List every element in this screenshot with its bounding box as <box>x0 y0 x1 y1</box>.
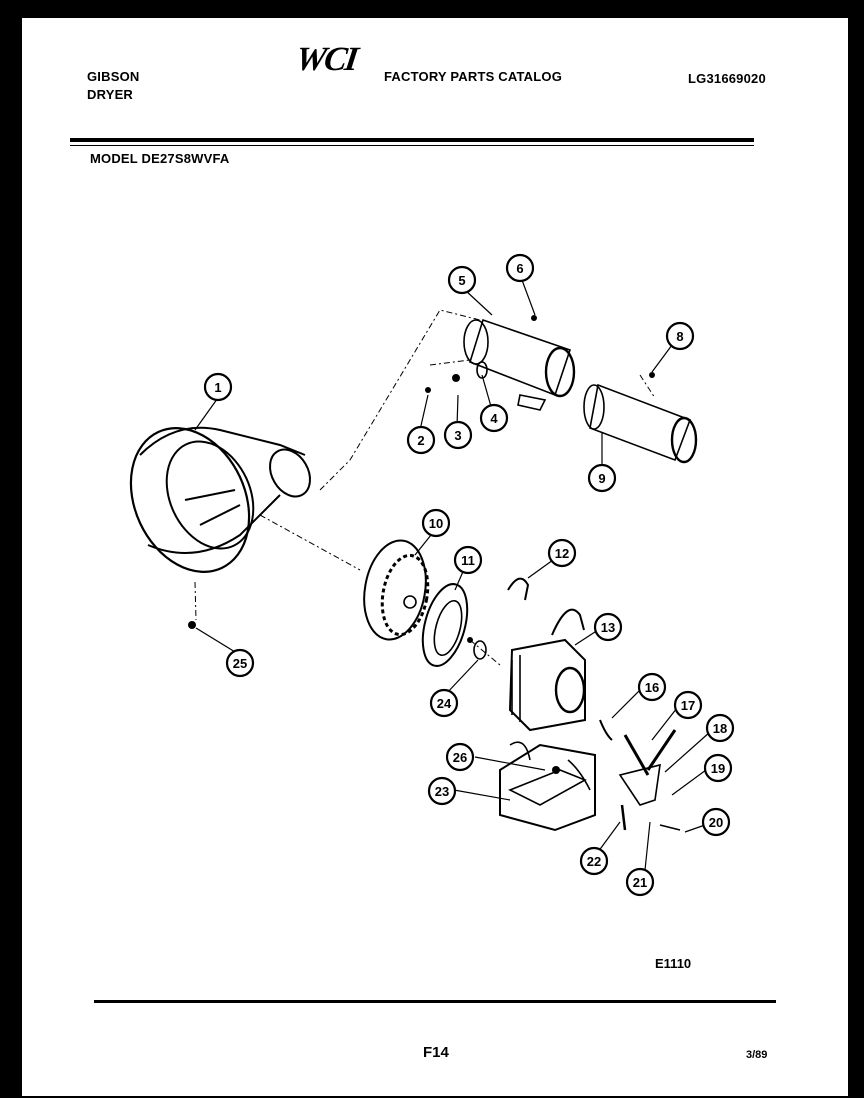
callout-bubble <box>703 753 733 783</box>
callout-number: 5 <box>458 273 465 288</box>
page-number: F14 <box>423 1044 450 1061</box>
callout-number: 4 <box>490 411 498 426</box>
callout-number: 19 <box>711 761 725 776</box>
callout-bubble <box>701 807 731 837</box>
seal-disc-drawing <box>421 583 469 667</box>
callout-number: 18 <box>713 721 727 736</box>
callout-bubble <box>443 420 473 450</box>
callout-bubble <box>429 688 459 718</box>
header-rule-thick <box>70 138 754 142</box>
callout-number: 26 <box>453 750 467 765</box>
motor-drawing <box>508 638 586 732</box>
callout-number: 3 <box>454 428 461 443</box>
callout-number: 22 <box>587 854 601 869</box>
catalog-title: FACTORY PARTS CATALOG <box>384 69 563 84</box>
callout-bubble <box>453 545 483 575</box>
model-label: MODEL DE27S8WVFA <box>90 151 230 166</box>
callout-number: 1 <box>214 380 221 395</box>
callout-number: 24 <box>437 696 452 711</box>
callout-bubble <box>673 690 703 720</box>
blower-wheel-drawing <box>363 539 430 641</box>
callout-number: 12 <box>555 546 569 561</box>
callout-number: 6 <box>516 261 523 276</box>
callout-number: 13 <box>601 620 615 635</box>
callout-bubble <box>637 672 667 702</box>
callout-number: 9 <box>598 471 605 486</box>
print-date: 3/89 <box>746 1049 767 1061</box>
callout-number: 20 <box>709 815 723 830</box>
callout-bubble <box>705 713 735 743</box>
callout-bubble <box>479 403 509 433</box>
callout-bubble <box>447 265 477 295</box>
callout-number: 2 <box>417 433 424 448</box>
callout-bubble <box>427 776 457 806</box>
callout-number: 16 <box>645 680 659 695</box>
catalog-number: LG31669020 <box>688 71 766 86</box>
callout-bubble <box>579 846 609 876</box>
callout-number: 8 <box>676 329 683 344</box>
footer-rule <box>94 1000 776 1003</box>
callout-number: 25 <box>233 656 247 671</box>
callout-bubble <box>421 508 451 538</box>
brand-label: GIBSON <box>87 69 140 84</box>
blower-housing-drawing <box>129 426 311 573</box>
callout-bubble <box>547 538 577 568</box>
callout-number: 11 <box>461 553 475 568</box>
callout-number: 23 <box>435 784 449 799</box>
motor-mount-drawing <box>499 741 596 832</box>
callout-bubble <box>665 321 695 351</box>
callout-number: 21 <box>633 875 647 890</box>
figure-code: E1110 <box>655 956 691 971</box>
callout-bubble <box>225 648 255 678</box>
callout-bubble <box>445 742 475 772</box>
callout-bubble <box>593 612 623 642</box>
callout-bubble <box>406 425 436 455</box>
heater-housing-drawing <box>463 318 576 411</box>
callout-bubble <box>505 253 535 283</box>
product-label: DRYER <box>87 87 134 102</box>
callout-bubble <box>587 463 617 493</box>
callout-bubble <box>625 867 655 897</box>
callout-number: 10 <box>429 516 443 531</box>
callout-bubble <box>203 372 233 402</box>
heater-element-drawing <box>583 383 698 464</box>
header-rule-thin <box>70 145 754 146</box>
catalog-page <box>22 18 848 1096</box>
callout-number: 17 <box>681 698 695 713</box>
